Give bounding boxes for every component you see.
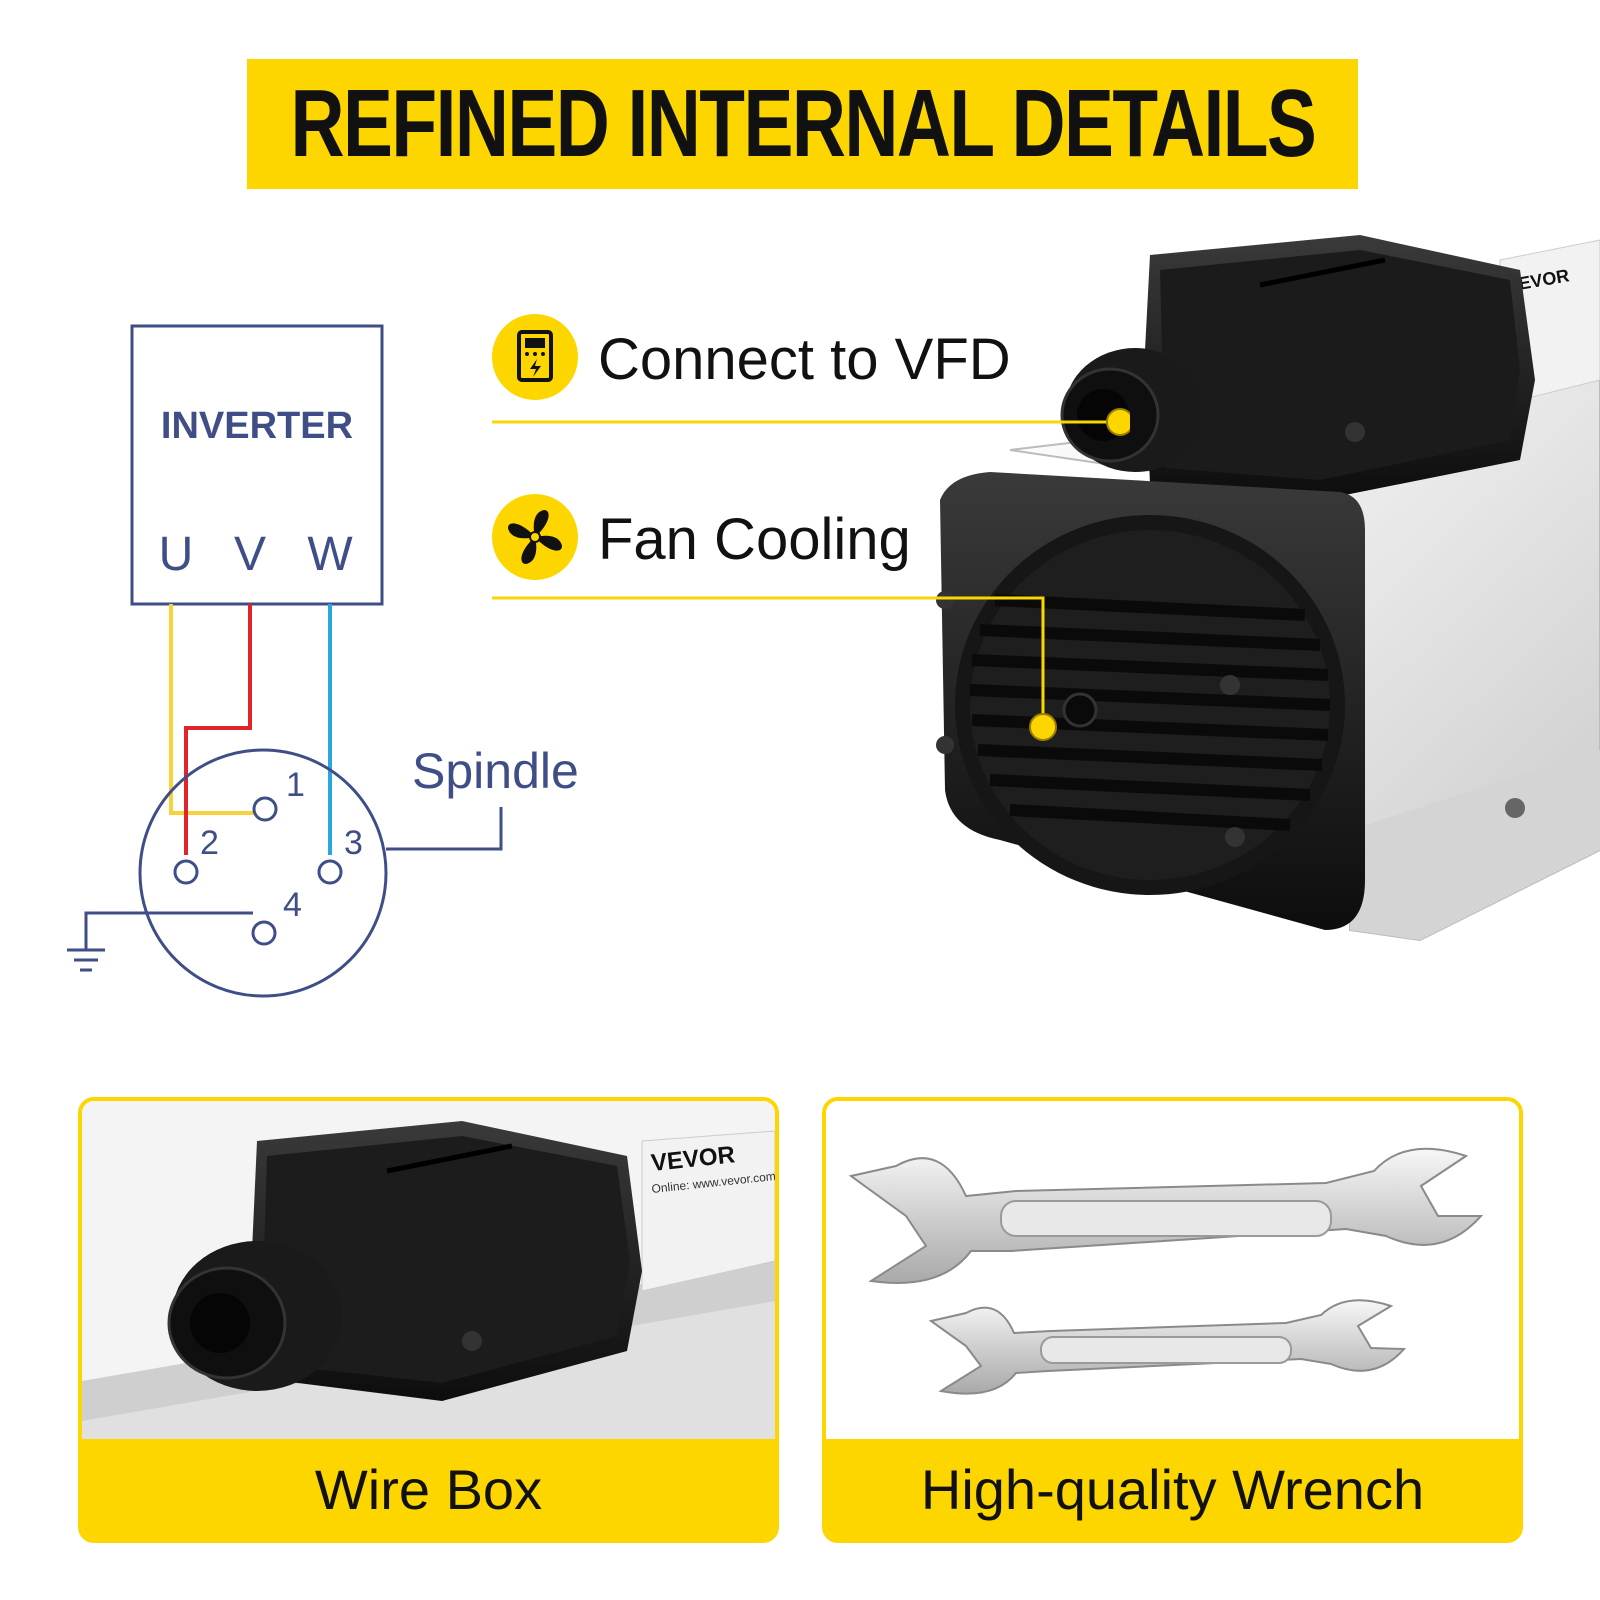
fan-callout-dot	[1029, 713, 1057, 741]
callout-lines	[492, 408, 1130, 741]
wire-box-image: VEVOR Online: www.vevor.com	[82, 1121, 775, 1439]
pin-label-1: 1	[286, 766, 305, 804]
wire-box-caption: Wire Box	[82, 1439, 775, 1539]
vfd-callout-dot	[1106, 408, 1130, 436]
wire-u-yellow	[169, 604, 262, 815]
ground-symbol-icon	[67, 948, 105, 972]
wiring-diagram: INVERTER U V W 1 2 3 4 Spindle	[67, 324, 579, 998]
pin-label-4: 4	[283, 886, 302, 924]
fan-icon	[508, 510, 562, 564]
pin-2	[173, 859, 199, 885]
pin-label-2: 2	[200, 824, 219, 862]
vfd-feature-label: Connect to VFD	[598, 327, 1011, 392]
fan-grille	[969, 594, 1331, 831]
ground-lead	[84, 911, 253, 950]
pin-4	[251, 920, 277, 946]
title-banner: REFINED INTERNAL DETAILS	[247, 59, 1358, 189]
vfd-controller-icon	[517, 330, 553, 382]
vfd-badge	[492, 314, 578, 400]
pin-label-3: 3	[344, 824, 363, 862]
fan-feature-label: Fan Cooling	[598, 507, 911, 572]
wire-box-photo: VEVOR Online: www.vevor.com	[82, 1101, 775, 1439]
terminal-w: W	[307, 528, 353, 581]
fan-badge	[492, 494, 578, 580]
inverter-box	[130, 324, 384, 606]
terminal-u: U	[159, 528, 194, 581]
wrench-caption: High-quality Wrench	[826, 1439, 1519, 1539]
large-wrench	[848, 1147, 1484, 1284]
spindle-motor-image: VEVOR	[936, 235, 1600, 942]
spindle-label: Spindle	[412, 743, 579, 799]
pin-1	[252, 796, 278, 822]
wire-box-card: VEVOR Online: www.vevor.com Wire Box	[78, 1097, 779, 1543]
spindle-connector	[138, 748, 388, 998]
small-wrench	[928, 1299, 1407, 1395]
wrench-image	[848, 1147, 1484, 1395]
pin-3	[317, 859, 343, 885]
cable-gland	[1060, 348, 1205, 472]
page-title: REFINED INTERNAL DETAILS	[290, 70, 1316, 177]
spindle-lead	[386, 807, 503, 851]
terminal-v: V	[234, 528, 266, 581]
wrench-card: High-quality Wrench	[822, 1097, 1523, 1543]
inverter-label: INVERTER	[161, 405, 353, 447]
wrench-photo	[826, 1101, 1519, 1439]
wire-v-red	[184, 604, 252, 855]
